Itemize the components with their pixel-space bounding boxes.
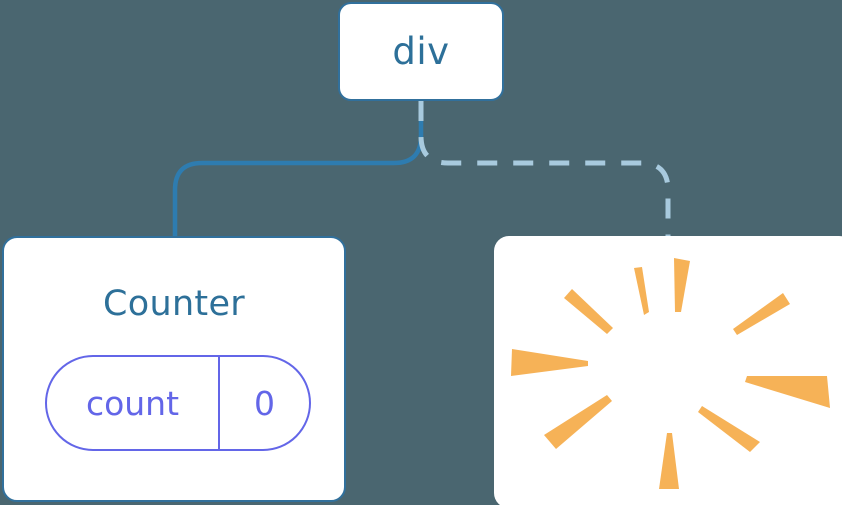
prop-name: count <box>47 357 220 449</box>
edge-div-to-counter <box>172 98 424 241</box>
prop-value: 0 <box>254 383 275 423</box>
node-div[interactable]: div <box>338 2 504 101</box>
prop-pill-count[interactable]: count 0 <box>45 355 311 451</box>
sparkle-burst-icon <box>511 258 830 489</box>
node-highlight[interactable] <box>494 236 842 505</box>
node-counter[interactable]: Counter count 0 <box>2 236 346 502</box>
edge-div-to-highlight <box>418 101 671 238</box>
node-counter-label: Counter <box>103 284 245 324</box>
node-div-label: div <box>392 30 450 73</box>
